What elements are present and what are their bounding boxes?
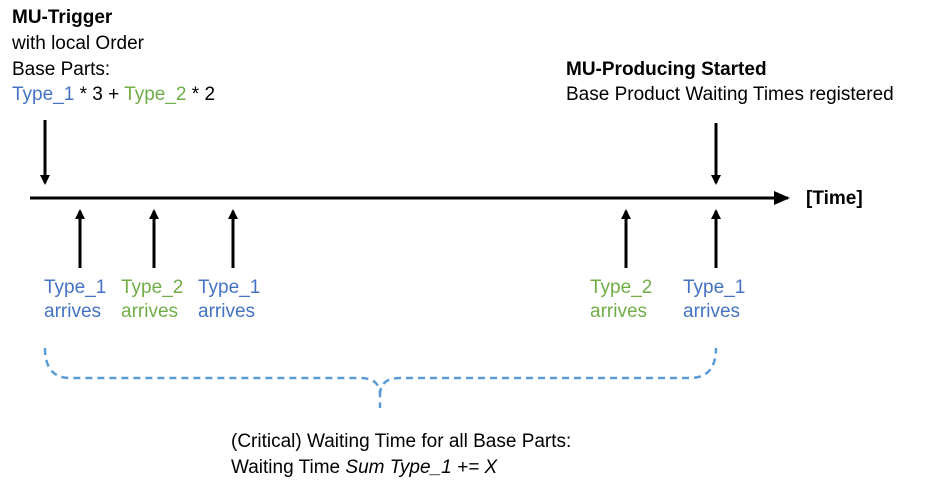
base-parts-label: Base Parts:	[12, 59, 111, 80]
time-axis-label: [Time]	[806, 188, 863, 209]
arrival-type: Type_1	[198, 277, 261, 298]
summary-line-2: Waiting Time Sum Type_1 += X	[231, 456, 497, 480]
formula-mult2: * 2	[186, 84, 216, 105]
producing-title: MU-Producing Started	[566, 59, 767, 80]
formula-mult1: * 3 +	[74, 84, 125, 105]
summary-line-1: (Critical) Waiting Time for all Base Par…	[231, 431, 572, 452]
summary-prefix: Waiting Time	[231, 457, 346, 478]
trigger-title: MU-Trigger	[12, 7, 113, 28]
arrival-action: arrives	[198, 301, 256, 322]
arrival-label-3: Type_1 arrives	[198, 276, 260, 324]
arrival-action: arrives	[121, 301, 179, 322]
arrival-action: arrives	[44, 301, 102, 322]
arrival-type: Type_2	[121, 277, 184, 298]
arrival-action: arrives	[683, 301, 741, 322]
arrival-action: arrives	[590, 301, 648, 322]
arrival-type: Type_1	[44, 277, 107, 298]
trigger-subtitle: with local Order	[12, 33, 144, 54]
base-parts-formula: Type_1 * 3 + Type_2 * 2	[12, 83, 215, 107]
summary-formula: Sum Type_1 += X	[345, 457, 498, 478]
arrival-type: Type_1	[683, 277, 746, 298]
arrival-label-4: Type_2 arrives	[590, 276, 652, 324]
arrival-label-5: Type_1 arrives	[683, 276, 745, 324]
arrival-label-1: Type_1 arrives	[44, 276, 106, 324]
formula-type1: Type_1	[12, 84, 75, 105]
waiting-time-brace	[43, 347, 718, 408]
arrival-label-2: Type_2 arrives	[121, 276, 183, 324]
formula-type2: Type_2	[124, 84, 187, 105]
producing-subtitle: Base Product Waiting Times registered	[566, 84, 894, 105]
arrival-type: Type_2	[590, 277, 653, 298]
